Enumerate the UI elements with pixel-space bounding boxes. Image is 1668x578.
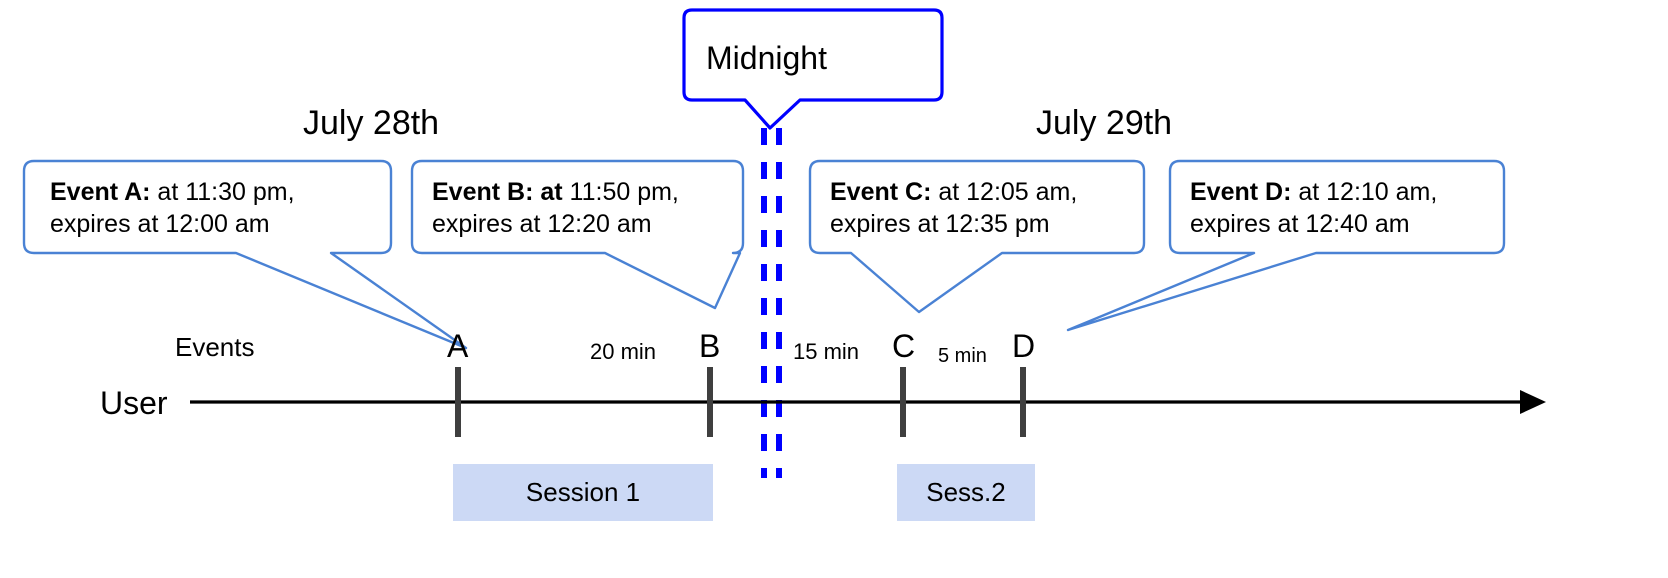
event-d-callout-shape [1066,159,1506,332]
session-box-1: Session 1 [453,464,713,521]
event-b-rest: 11:50 pm, [562,178,679,206]
session-box-2: Sess.2 [897,464,1035,521]
user-row-label: User [100,385,168,421]
event-a-line2: expires at 12:00 am [50,209,270,238]
event-a-callout-shape [22,159,468,350]
tick-label-b: B [699,328,721,364]
session-2-label: Sess.2 [926,477,1006,507]
event-tick-marks [455,367,1026,437]
midnight-callout-shape [682,8,944,130]
date-label-july-29: July 29th [1036,104,1173,142]
midnight-dashed-marker [761,128,782,478]
event-c-line2: expires at 12:35 pm [830,209,1050,238]
event-b-callout-shape [410,159,745,310]
event-b-bold: Event B: at [432,178,563,206]
event-d-rest: at 12:10 am, [1291,178,1438,206]
tick-label-a: A [447,328,469,364]
timeline-axis [190,390,1546,414]
event-a-rest: at 11:30 pm, [150,178,295,206]
date-label-july-28: July 28th [303,104,440,142]
session-1-label: Session 1 [525,477,641,507]
event-b-line2: expires at 12:20 am [432,209,652,238]
gap-label-c-d: 5 min [938,345,987,367]
event-d-bold: Event D: [1190,178,1292,206]
event-c-rest: at 12:05 am, [931,178,1078,206]
events-row-label: Events [175,332,255,362]
tick-label-d: D [1012,328,1036,364]
gap-label-a-b: 20 min [590,339,657,364]
event-a-callout-text: Event A: at 11:30 pm, expires at 12:00 a… [50,177,295,240]
midnight-label: Midnight [706,40,827,76]
event-b-callout-text: Event B: at 11:50 pm, expires at 12:20 a… [432,177,679,240]
event-c-callout-shape [808,159,1146,314]
gap-label-b-c: 15 min [793,339,860,364]
event-a-bold: Event A: [50,178,151,206]
event-c-bold: Event C: [830,178,932,206]
event-d-line2: expires at 12:40 am [1190,209,1410,238]
event-d-callout-text: Event D: at 12:10 am, expires at 12:40 a… [1190,177,1437,240]
event-c-callout-text: Event C: at 12:05 am, expires at 12:35 p… [830,177,1077,240]
tick-label-c: C [892,328,916,364]
